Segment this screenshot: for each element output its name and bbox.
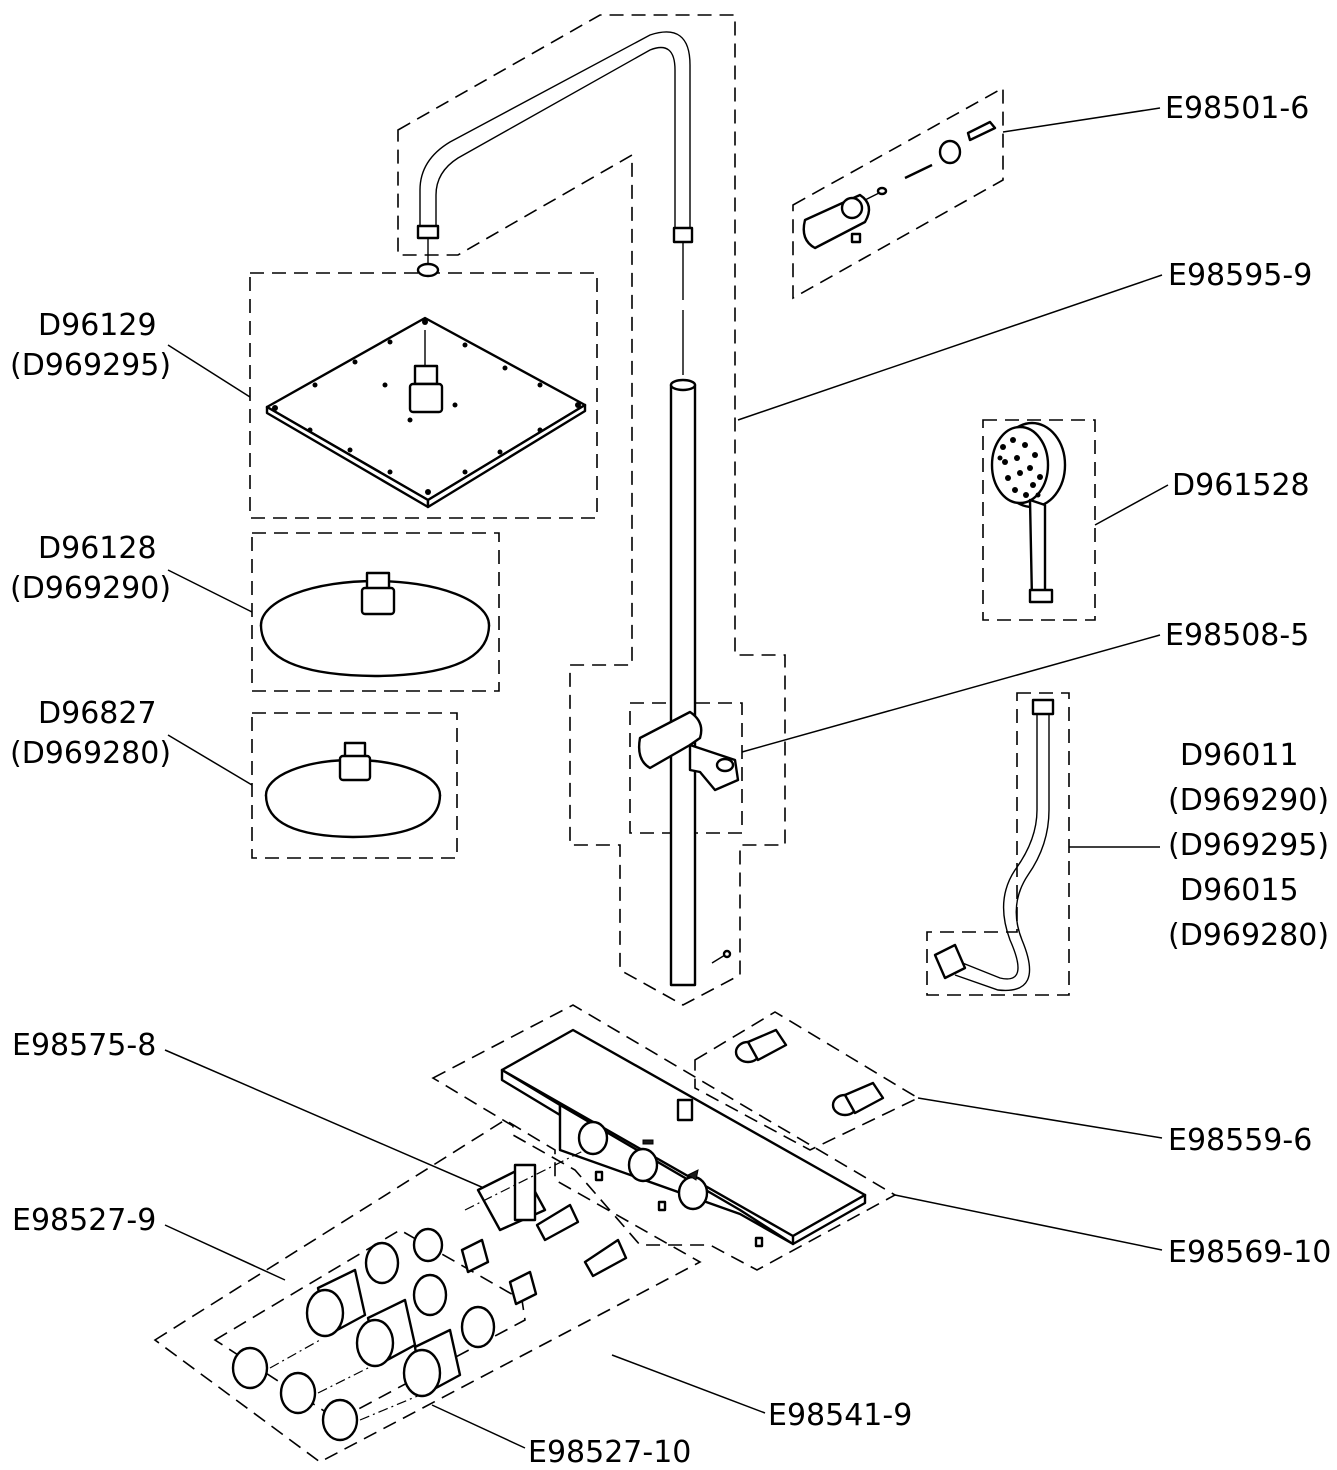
bracket-group-outline: [792, 86, 1004, 300]
overhead-arm: [416, 31, 694, 300]
label-slide-holder: E98508-5: [1165, 618, 1309, 653]
thermostatic-cartridge: [464, 1149, 586, 1232]
group-outlines: [153, 14, 1096, 1463]
valve-body-outline: [431, 1004, 897, 1271]
label-handle-caps: E98527-10: [528, 1435, 691, 1470]
label-cartridge: E98575-8: [12, 1028, 156, 1063]
hose-bracket: [802, 120, 997, 250]
label-round-head-large-2: (D969290): [10, 571, 171, 606]
diverter-cartridge: [535, 1203, 628, 1278]
slide-holder: [637, 710, 740, 792]
part-labels: E98501-6 E98595-9 D961528 E98508-5 D9612…: [10, 91, 1331, 1470]
label-round-head-small-2: (D969280): [10, 736, 171, 771]
label-riser: E98595-9: [1168, 258, 1312, 293]
label-square-head-2: (D969295): [10, 348, 171, 383]
round-head-small-outline: [251, 712, 458, 859]
label-handles: E98527-9: [12, 1203, 156, 1238]
label-hose-bracket: E98501-6: [1165, 91, 1309, 126]
shower-hose: [933, 698, 1055, 992]
arm-group-outline: [397, 14, 786, 1006]
hose-group-outline: [926, 692, 1070, 996]
label-hose-1: D96011: [1180, 738, 1299, 773]
label-hose-5: (D969280): [1168, 918, 1329, 953]
connectors-outline: [694, 1011, 920, 1151]
label-valve-body: E98569-10: [1168, 1235, 1331, 1270]
label-hose-3: (D969295): [1168, 828, 1329, 863]
label-connectors: E98559-6: [1168, 1123, 1312, 1158]
label-square-head-1: D96129: [38, 308, 157, 343]
hand-shower: [990, 421, 1067, 604]
label-diverter: E98541-9: [768, 1398, 912, 1433]
round-shower-head-small: [264, 741, 442, 839]
label-round-head-large-1: D96128: [38, 531, 157, 566]
round-shower-head-large: [259, 571, 491, 678]
hand-shower-outline: [982, 419, 1096, 621]
label-hand-shower: D961528: [1172, 468, 1310, 503]
label-hose-4: D96015: [1180, 873, 1299, 908]
label-hose-2: (D969290): [1168, 783, 1329, 818]
connectors: [734, 1028, 885, 1117]
square-shower-head: [265, 316, 587, 509]
square-head-outline: [249, 272, 598, 519]
control-handles: [231, 1227, 538, 1442]
label-round-head-small-1: D96827: [38, 696, 157, 731]
valve-body: [500, 1028, 867, 1248]
riser-pipe: [669, 310, 732, 987]
inner-handles-outline: [213, 1229, 526, 1421]
leader-lines: [164, 107, 1169, 1449]
